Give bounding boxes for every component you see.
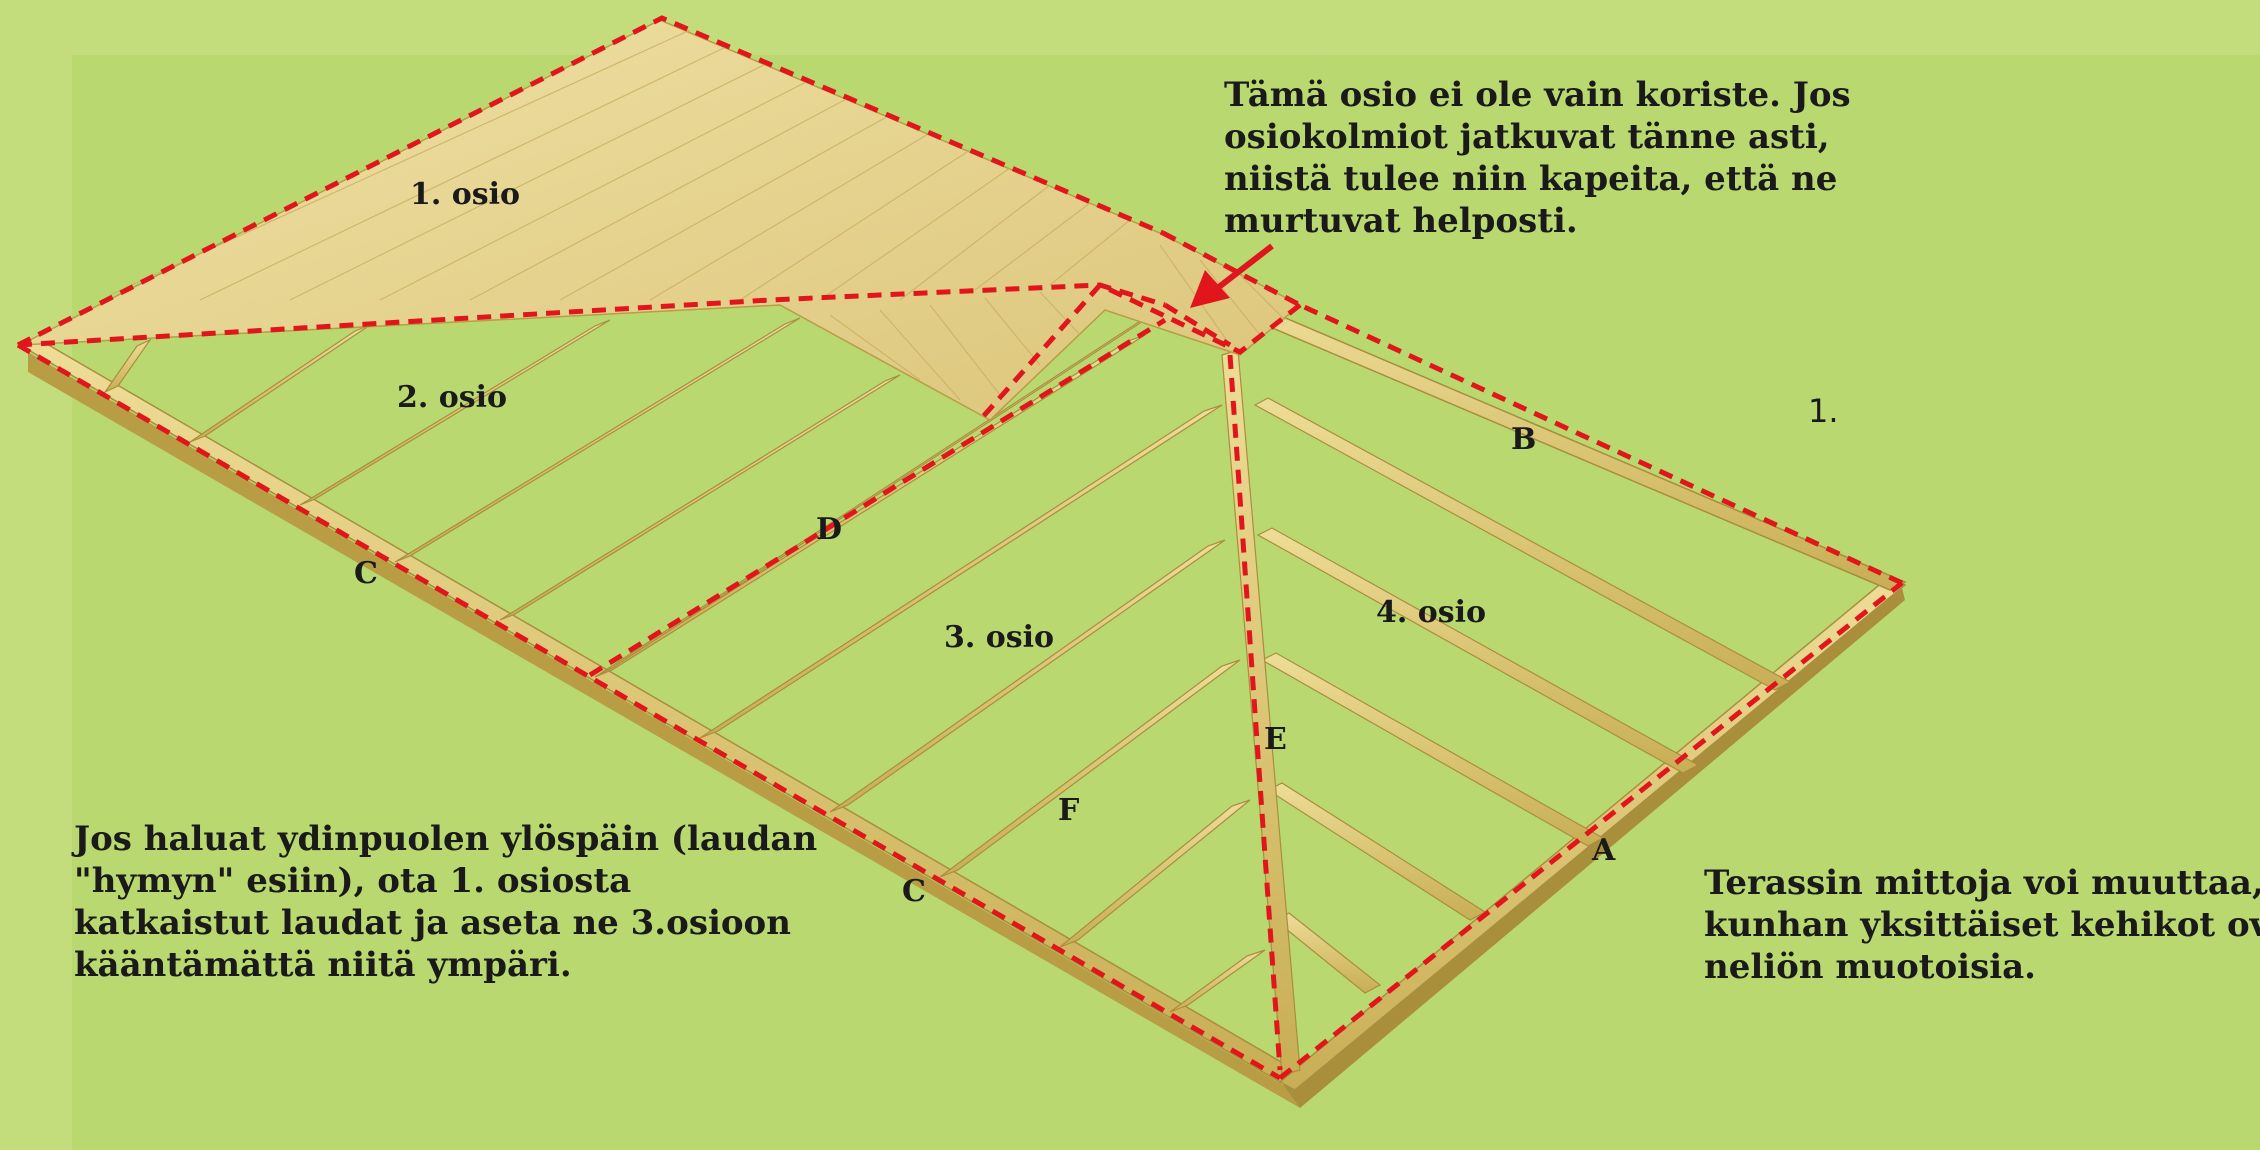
figure-number: 1. [1808, 392, 1839, 430]
note-top: Tämä osio ei ole vain koriste. Jos osiok… [1224, 74, 1851, 242]
note-left-line-2: "hymyn" esiin), ota 1. osiosta [74, 861, 632, 901]
section-label-3: 3. osio [944, 620, 1055, 655]
note-top-line-4: murtuvat helposti. [1224, 201, 1578, 241]
pointer-arrow [1190, 243, 1274, 308]
background-band-top [0, 0, 2260, 55]
section-label-4: 4. osio [1376, 595, 1487, 630]
note-top-line-2: osiokolmiot jatkuvat tänne asti, [1224, 117, 1830, 157]
note-left-line-4: kääntämättä niitä ympäri. [74, 945, 572, 985]
note-top-line-3: niistä tulee niin kapeita, että ne [1224, 159, 1838, 199]
edge-label-c-lower: C [902, 874, 926, 909]
note-right-line-2: kunhan yksittäiset kehikot ovat [1704, 905, 2260, 945]
background-band-left [0, 0, 72, 1150]
edge-label-f: F [1058, 793, 1080, 828]
deck-boards [19, 19, 1302, 421]
note-left-line-1: Jos haluat ydinpuolen ylöspäin (laudan [74, 819, 818, 859]
edge-label-d: D [816, 512, 843, 547]
note-right-line-3: neliön muotoisia. [1704, 947, 2037, 987]
note-right-line-1: Terassin mittoja voi muuttaa, [1704, 863, 2260, 903]
edge-label-c-upper: C [354, 556, 378, 591]
edge-label-b: B [1511, 422, 1537, 457]
frame-joists-left [103, 317, 1266, 1013]
edge-label-e: E [1264, 722, 1287, 757]
note-top-line-1: Tämä osio ei ole vain koriste. Jos [1224, 75, 1851, 115]
frame-joists-right [1253, 397, 1792, 994]
edge-label-a: A [1592, 833, 1616, 868]
note-left: Jos haluat ydinpuolen ylöspäin (laudan "… [74, 818, 817, 986]
dashed-outlines [16, 15, 1904, 1081]
note-left-line-3: katkaistut laudat ja aseta ne 3.osioon [74, 903, 791, 943]
note-right: Terassin mittoja voi muuttaa, kunhan yks… [1704, 862, 2260, 988]
section-label-1: 1. osio [410, 177, 521, 212]
section-label-2: 2. osio [397, 380, 508, 415]
